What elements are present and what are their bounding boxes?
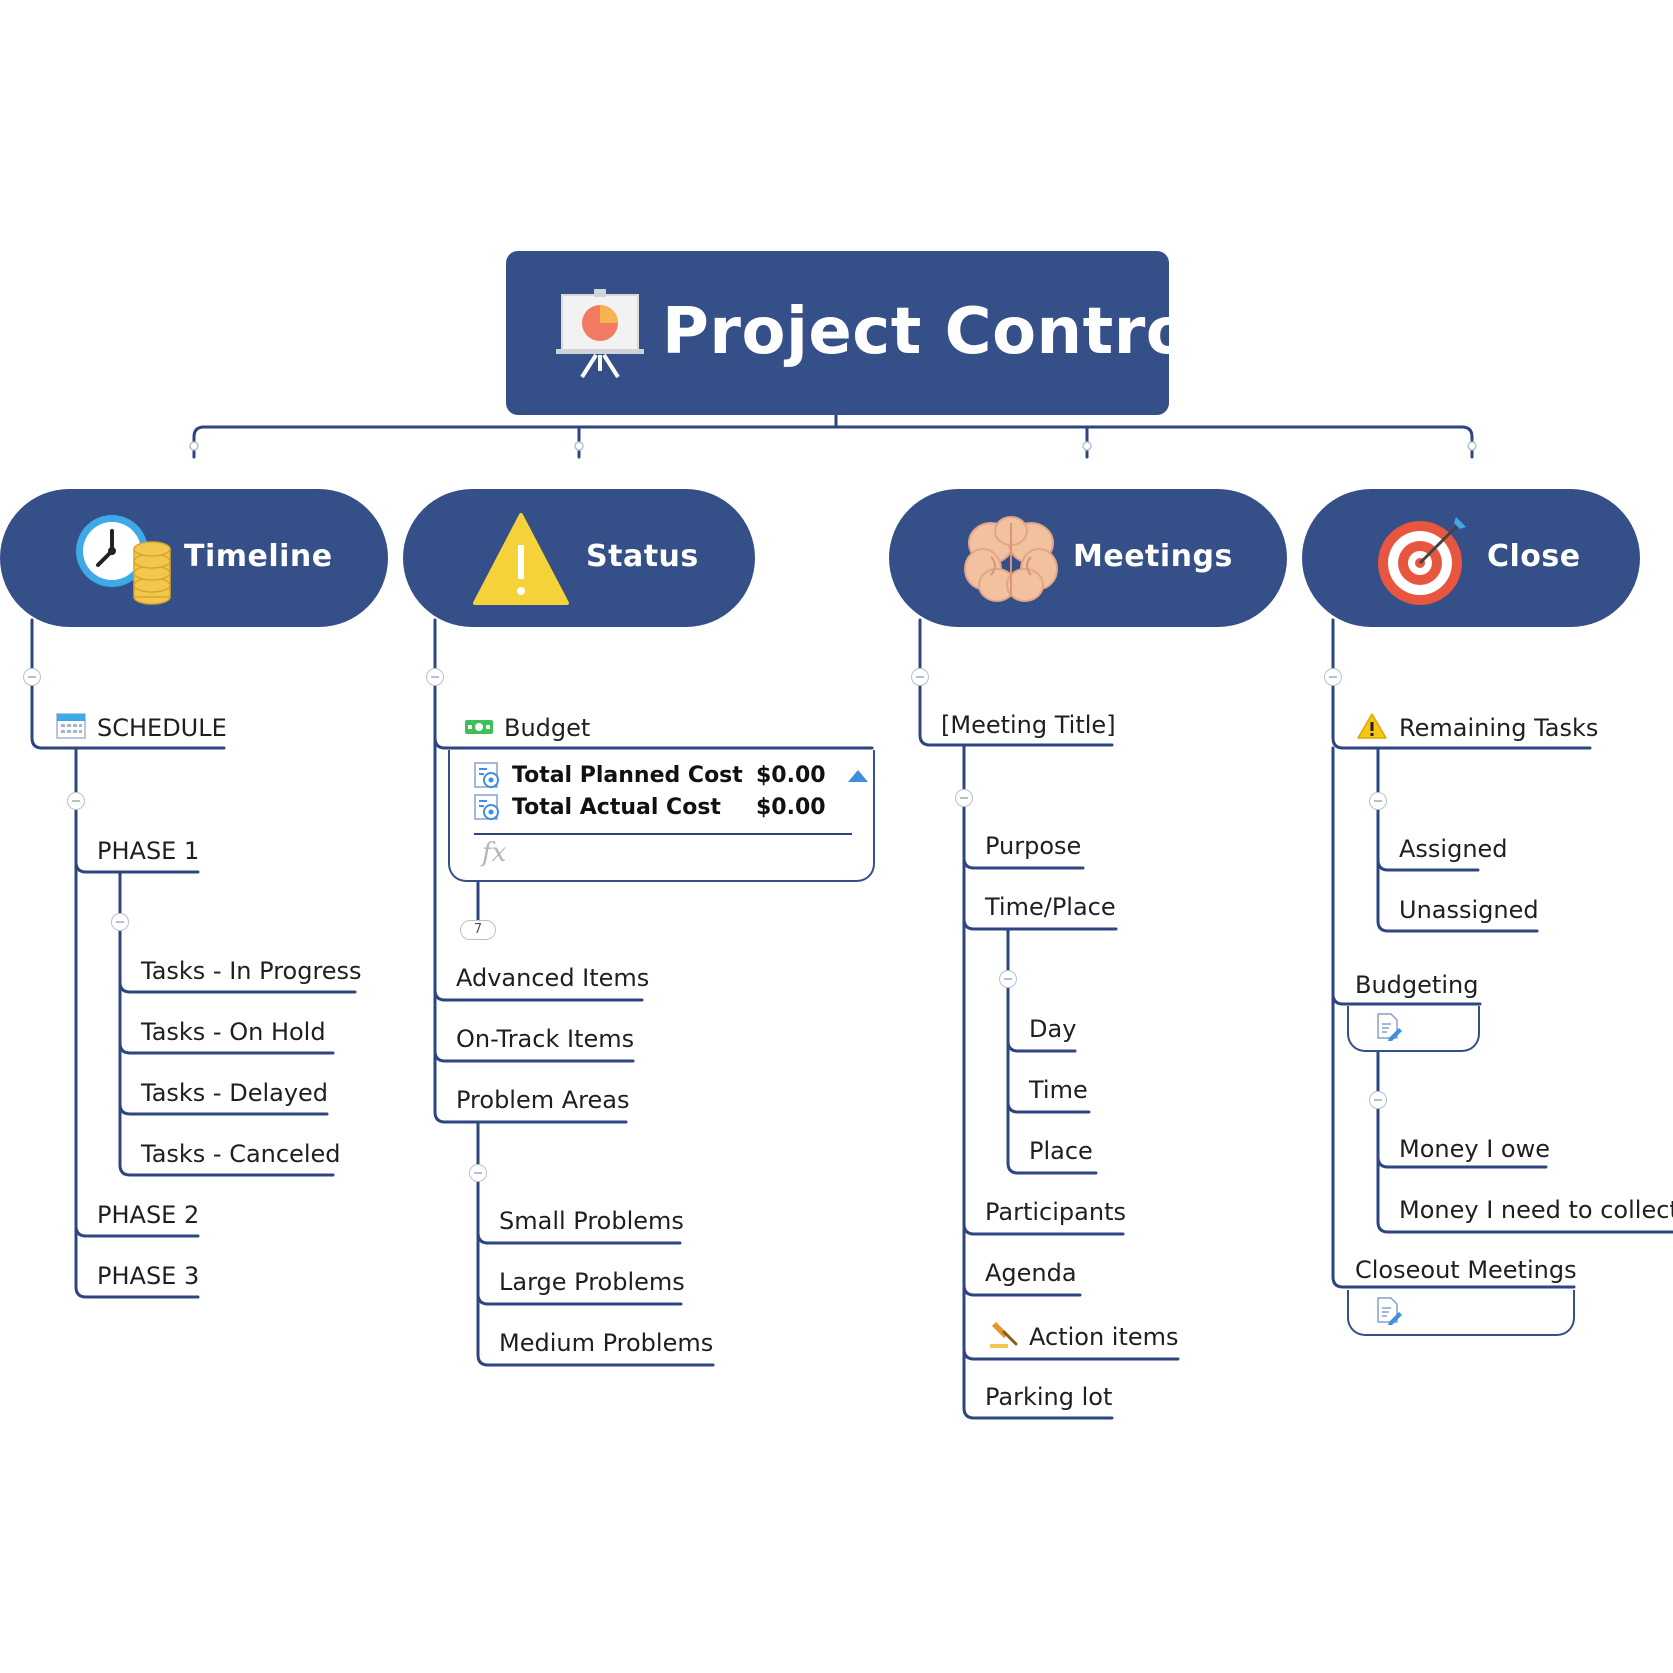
task-item[interactable]: Tasks - Canceled xyxy=(141,1140,341,1168)
phase3-label[interactable]: PHASE 3 xyxy=(97,1262,200,1290)
remaining-tasks-label[interactable]: Remaining Tasks xyxy=(1399,714,1599,742)
target-icon xyxy=(1378,517,1466,605)
budget-formula-card: Total Planned Cost $0.00 Total Actual Co… xyxy=(448,750,875,882)
phase1-label[interactable]: PHASE 1 xyxy=(97,837,200,865)
meeting-title-label[interactable]: [Meeting Title] xyxy=(941,711,1116,739)
topic-timeline[interactable]: Timeline xyxy=(0,489,388,627)
formula-divider xyxy=(474,833,852,835)
agenda-label[interactable]: Agenda xyxy=(985,1259,1077,1287)
task-item[interactable]: Tasks - In Progress xyxy=(141,957,362,985)
collapse-button-timeline[interactable] xyxy=(23,668,41,686)
task-item[interactable]: Tasks - Delayed xyxy=(141,1079,329,1107)
total-actual-value: $0.00 xyxy=(756,795,826,820)
unassigned-label[interactable]: Unassigned xyxy=(1399,896,1539,924)
hidden-count-badge[interactable]: 7 xyxy=(460,920,496,940)
total-actual-label: Total Actual Cost xyxy=(512,795,721,820)
problem-item[interactable]: Small Problems xyxy=(499,1207,684,1235)
collapse-button-meetings[interactable] xyxy=(911,668,929,686)
assigned-label[interactable]: Assigned xyxy=(1399,835,1508,863)
purpose-label[interactable]: Purpose xyxy=(985,832,1082,860)
on-track-items-label[interactable]: On-Track Items xyxy=(456,1025,635,1053)
clock-coins-icon xyxy=(76,515,171,605)
closeout-attachment-card[interactable] xyxy=(1347,1290,1575,1336)
collapse-button-problem-areas[interactable] xyxy=(469,1164,487,1182)
collapse-button-budgeting[interactable] xyxy=(1369,1091,1387,1109)
warning-icon xyxy=(1357,713,1387,739)
timeplace-item[interactable]: Place xyxy=(1029,1137,1093,1165)
money-icon xyxy=(465,720,493,734)
problem-item[interactable]: Medium Problems xyxy=(499,1329,714,1357)
presentation-board-icon xyxy=(556,289,644,379)
gavel-icon xyxy=(990,1322,1018,1348)
formula-gear-icon xyxy=(474,762,499,788)
collapse-button-phase1[interactable] xyxy=(111,913,129,931)
collapse-button-timeplace[interactable] xyxy=(999,970,1017,988)
budgeting-label[interactable]: Budgeting xyxy=(1355,971,1479,999)
topic-close-label: Close xyxy=(1487,539,1581,574)
fx-icon[interactable]: fx xyxy=(482,838,507,868)
participants-label[interactable]: Participants xyxy=(985,1198,1126,1226)
topic-close[interactable]: Close xyxy=(1302,489,1640,627)
budget-label[interactable]: Budget xyxy=(504,714,591,742)
root-topic[interactable]: Project Control xyxy=(506,251,1212,415)
formula-gear-icon xyxy=(474,794,499,820)
budgeting-attachment-card[interactable] xyxy=(1347,1006,1480,1052)
topic-status-label: Status xyxy=(586,539,699,574)
document-edit-icon xyxy=(1377,1013,1402,1041)
collapse-button-status[interactable] xyxy=(426,668,444,686)
advanced-items-label[interactable]: Advanced Items xyxy=(456,964,650,992)
timeplace-item[interactable]: Day xyxy=(1029,1015,1077,1043)
collapse-button-close[interactable] xyxy=(1324,668,1342,686)
topic-meetings[interactable]: Meetings xyxy=(889,489,1287,627)
total-planned-value: $0.00 xyxy=(756,763,826,788)
brain-icon xyxy=(964,516,1058,602)
timeplace-label[interactable]: Time/Place xyxy=(985,893,1116,921)
action-items-label[interactable]: Action items xyxy=(1029,1323,1179,1351)
collapse-button-remaining-tasks[interactable] xyxy=(1369,792,1387,810)
collapse-up-arrow-icon[interactable] xyxy=(848,770,868,782)
topic-timeline-label: Timeline xyxy=(184,539,333,574)
topic-meetings-label: Meetings xyxy=(1073,539,1233,574)
root-title: Project Control xyxy=(662,295,1213,369)
parking-lot-label[interactable]: Parking lot xyxy=(985,1383,1113,1411)
document-edit-icon xyxy=(1377,1297,1402,1325)
schedule-label[interactable]: SCHEDULE xyxy=(97,714,227,742)
warning-triangle-icon xyxy=(473,513,569,605)
topic-status[interactable]: Status xyxy=(403,489,755,627)
money-owe-label[interactable]: Money I owe xyxy=(1399,1135,1550,1163)
calendar-icon xyxy=(56,713,86,739)
task-item[interactable]: Tasks - On Hold xyxy=(141,1018,326,1046)
money-collect-label[interactable]: Money I need to collect xyxy=(1399,1196,1673,1224)
problem-areas-label[interactable]: Problem Areas xyxy=(456,1086,630,1114)
total-planned-label: Total Planned Cost xyxy=(512,763,743,788)
collapse-button-schedule[interactable] xyxy=(67,792,85,810)
collapse-button-meeting-title[interactable] xyxy=(955,789,973,807)
phase2-label[interactable]: PHASE 2 xyxy=(97,1201,200,1229)
closeout-meetings-label[interactable]: Closeout Meetings xyxy=(1355,1256,1577,1284)
timeplace-item[interactable]: Time xyxy=(1029,1076,1088,1104)
problem-item[interactable]: Large Problems xyxy=(499,1268,685,1296)
